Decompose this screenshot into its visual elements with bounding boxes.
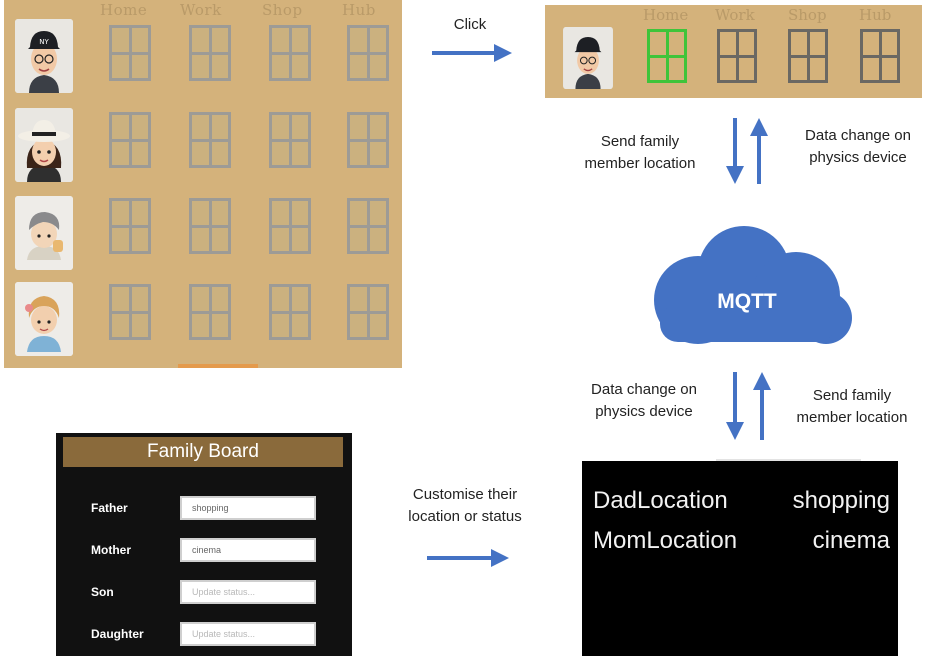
family-board-panel: Family Board Father shopping Mother cine… (56, 433, 352, 656)
customise-arrow-icon (427, 549, 509, 567)
mini-header-home: Home (643, 6, 689, 24)
family-board-title: Family Board (63, 437, 343, 467)
window-daughter-work[interactable] (189, 284, 231, 340)
window-work[interactable] (717, 29, 757, 83)
customise-line2: location or status (408, 508, 522, 525)
window-home-selected[interactable] (647, 29, 687, 83)
mother-row-label: Mother (91, 543, 131, 557)
mini-header-hub: Hub (859, 6, 892, 24)
upper-send-line1: Send family (600, 133, 680, 150)
lower-send-location-label: Send family member location (770, 385, 934, 429)
lower-send-line1: Send family (812, 387, 892, 404)
window-hub[interactable] (860, 29, 900, 83)
svg-text:NY: NY (39, 38, 49, 46)
son-status-input[interactable]: Update status... (180, 580, 316, 604)
window-mother-hub[interactable] (347, 112, 389, 168)
window-son-work[interactable] (189, 198, 231, 254)
mother-status-input[interactable]: cinema (180, 538, 316, 562)
physical-device-display: DadLocation shopping MomLocation cinema (582, 461, 898, 656)
window-daughter-shop[interactable] (269, 284, 311, 340)
location-row-panel: Home Work Shop Hub (545, 5, 922, 98)
down-arrow-icon (726, 372, 744, 440)
lower-send-line2: member location (796, 409, 908, 426)
father-avatar-selected[interactable] (563, 27, 613, 89)
column-header-work: Work (180, 1, 222, 19)
father-avatar-icon (563, 27, 613, 89)
window-father-hub[interactable] (347, 25, 389, 81)
lower-data-change-label: Data change on physics device (563, 379, 725, 423)
son-row-label: Son (91, 585, 114, 599)
upper-data-change-label: Data change on physics device (780, 125, 936, 169)
window-son-hub[interactable] (347, 198, 389, 254)
window-mother-shop[interactable] (269, 112, 311, 168)
mother-avatar[interactable] (15, 108, 73, 182)
daughter-status-input[interactable]: Update status... (180, 622, 316, 646)
mini-header-shop: Shop (788, 6, 827, 24)
window-father-work[interactable] (189, 25, 231, 81)
customise-line1: Customise their (412, 486, 518, 503)
down-arrow-icon (726, 118, 744, 184)
click-arrow-icon (432, 44, 512, 62)
window-mother-work[interactable] (189, 112, 231, 168)
location-grid-panel: Home Work Shop Hub NY (4, 0, 402, 368)
mother-avatar-icon (15, 108, 73, 182)
column-header-shop: Shop (262, 1, 303, 19)
father-row-label: Father (91, 501, 128, 515)
window-mother-home[interactable] (109, 112, 151, 168)
lower-data-line2: physics device (595, 403, 693, 420)
daughter-avatar-icon (15, 282, 73, 356)
bottom-accent-strip (178, 364, 258, 368)
upper-data-line2: physics device (809, 149, 907, 166)
mini-header-work: Work (715, 6, 755, 24)
window-daughter-hub[interactable] (347, 284, 389, 340)
window-daughter-home[interactable] (109, 284, 151, 340)
mom-location-key: MomLocation (593, 527, 738, 554)
father-avatar-icon: NY (15, 19, 73, 93)
column-header-hub: Hub (342, 1, 376, 19)
window-son-home[interactable] (109, 198, 151, 254)
upper-send-location-label: Send family member location (560, 131, 720, 175)
lower-data-line1: Data change on (591, 381, 697, 398)
son-avatar[interactable] (15, 196, 73, 270)
up-arrow-icon (750, 118, 768, 184)
click-label: Click (453, 16, 487, 33)
father-status-input[interactable]: shopping (180, 496, 316, 520)
mqtt-cloud-icon (654, 226, 852, 344)
up-arrow-icon (753, 372, 771, 440)
dad-location-key: DadLocation (593, 487, 728, 514)
daughter-row-label: Daughter (91, 627, 144, 641)
window-son-shop[interactable] (269, 198, 311, 254)
customise-label: Customise their location or status (385, 484, 545, 528)
daughter-avatar[interactable] (15, 282, 73, 356)
mqtt-label: MQTT (717, 290, 777, 313)
mom-location-value: cinema (812, 527, 890, 554)
upper-send-line2: member location (584, 155, 696, 172)
window-father-shop[interactable] (269, 25, 311, 81)
window-father-home[interactable] (109, 25, 151, 81)
dad-location-value: shopping (792, 487, 890, 514)
upper-data-line1: Data change on (805, 127, 911, 144)
column-header-home: Home (100, 1, 148, 19)
father-avatar[interactable]: NY (15, 19, 73, 93)
window-shop[interactable] (788, 29, 828, 83)
son-avatar-icon (15, 196, 73, 270)
